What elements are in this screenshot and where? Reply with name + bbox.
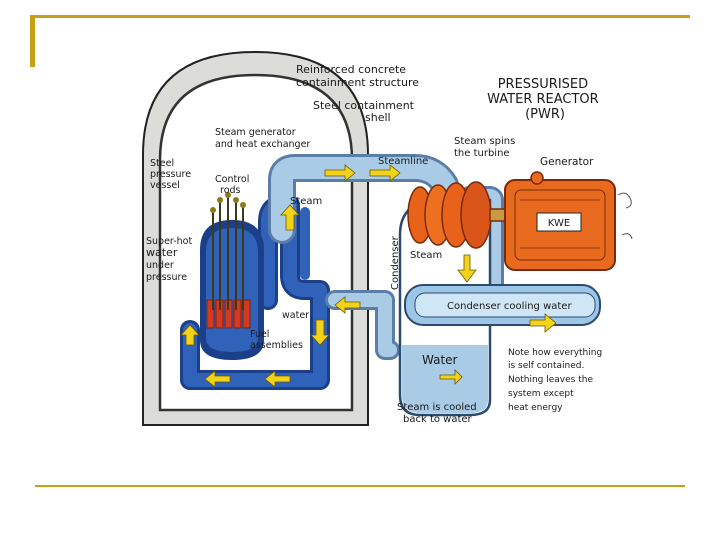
label-superhot-water: Super-hot water under pressure: [146, 236, 195, 283]
control-rods: [210, 192, 246, 310]
note-text: Note how everything is self contained. N…: [508, 348, 605, 413]
label-steamline: Steamline: [378, 156, 428, 167]
label-steel-containment: Steel containment shell: [313, 99, 417, 124]
label-generator: Generator: [540, 156, 594, 168]
label-steam-generator: Steam generator and heat exchanger: [215, 127, 310, 150]
label-steam-cooled: Steam is cooled back to water: [397, 402, 480, 425]
label-water-small: water: [282, 310, 309, 321]
label-steam-spins: Steam spins the turbine: [454, 136, 519, 159]
label-condenser: Condenser: [390, 235, 401, 290]
label-condenser-cooling-water: Condenser cooling water: [447, 301, 572, 312]
label-kwe: KWE: [548, 218, 570, 229]
label-steam-lower: Steam: [410, 250, 442, 261]
slide-border-decoration: [30, 15, 690, 487]
label-steam-upper: Steam: [290, 196, 322, 207]
label-steel-pressure-vessel: Steel pressure vessel: [150, 158, 194, 191]
label-fuel-assemblies: Fuel assemblies: [250, 329, 303, 351]
fuel-assemblies: [206, 299, 251, 329]
steamline-pipe: [268, 154, 459, 244]
generator: [504, 171, 616, 271]
turbine: [407, 181, 507, 249]
steam-puff-decoration: [617, 192, 633, 240]
label-reinforced-concrete: Reinforced concrete containment structur…: [296, 63, 419, 89]
label-control-rods: Control rods: [215, 174, 252, 196]
label-water-large: Water: [422, 353, 458, 367]
flow-arrows: [180, 164, 557, 388]
diagram-title: PRESSURISED WATER REACTOR (PWR): [487, 77, 603, 122]
cooling-water-pipe: [404, 284, 601, 326]
